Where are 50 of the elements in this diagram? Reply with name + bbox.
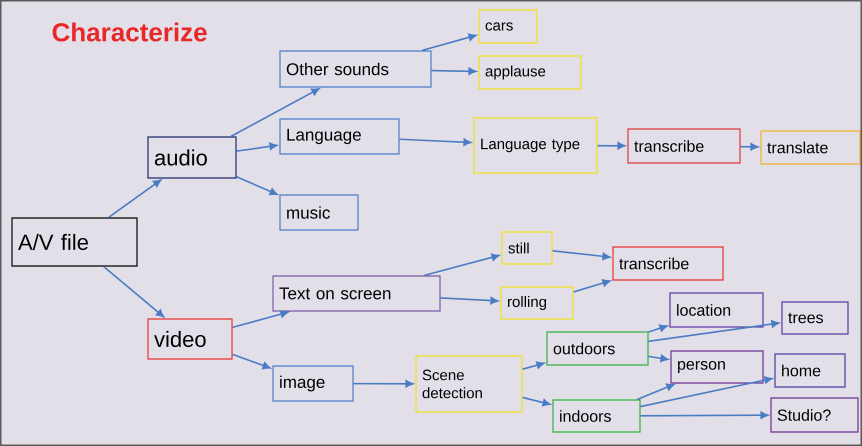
- arrow: [648, 354, 668, 362]
- arrow: [232, 354, 271, 370]
- text-box: Language: [279, 118, 400, 155]
- text-box: translate: [760, 130, 861, 165]
- arrow: [108, 179, 162, 218]
- arrow: [648, 320, 780, 342]
- text-box: Text on screen: [272, 275, 441, 312]
- text-box: Language type: [473, 117, 598, 174]
- text-box: home: [774, 353, 846, 388]
- arrow: [103, 266, 164, 318]
- text-box: cars: [478, 9, 538, 44]
- text-box: image: [272, 365, 354, 402]
- text-box: transcribe: [612, 246, 724, 281]
- arrow: [552, 250, 610, 260]
- arrow: [400, 138, 472, 146]
- text-box: Scene detection: [415, 355, 523, 413]
- arrow: [424, 254, 500, 276]
- text-box: person: [670, 350, 764, 384]
- text-box: Studio?: [770, 397, 859, 433]
- arrow: [598, 142, 626, 150]
- text-box: applause: [478, 55, 582, 90]
- arrow: [236, 142, 278, 152]
- text-box: location: [669, 292, 764, 328]
- arrow: [640, 376, 772, 408]
- arrow: [236, 176, 278, 196]
- arrow: [648, 324, 668, 333]
- title: Characterize: [52, 22, 207, 42]
- arrow: [522, 361, 545, 370]
- arrow: [230, 88, 320, 138]
- text-box: video: [147, 318, 233, 360]
- text-box: indoors: [552, 399, 641, 433]
- text-box: music: [279, 194, 359, 231]
- text-box: Other sounds: [279, 50, 432, 88]
- arrow: [422, 34, 477, 52]
- text-box: audio: [147, 136, 237, 179]
- arrow: [354, 380, 414, 388]
- arrow: [440, 296, 498, 304]
- arrow: [740, 143, 758, 151]
- text-box: rolling: [500, 286, 574, 320]
- arrow: [637, 384, 674, 400]
- arrow: [432, 68, 476, 76]
- arrow: [573, 279, 611, 293]
- arrow: [522, 396, 550, 406]
- text-box: transcribe: [627, 128, 741, 164]
- text-box: outdoors: [546, 331, 649, 366]
- text-box: trees: [781, 301, 849, 335]
- arrow: [232, 310, 288, 328]
- arrow: [640, 411, 768, 419]
- text-box: still: [501, 231, 553, 265]
- text-box: A/V file: [11, 217, 138, 267]
